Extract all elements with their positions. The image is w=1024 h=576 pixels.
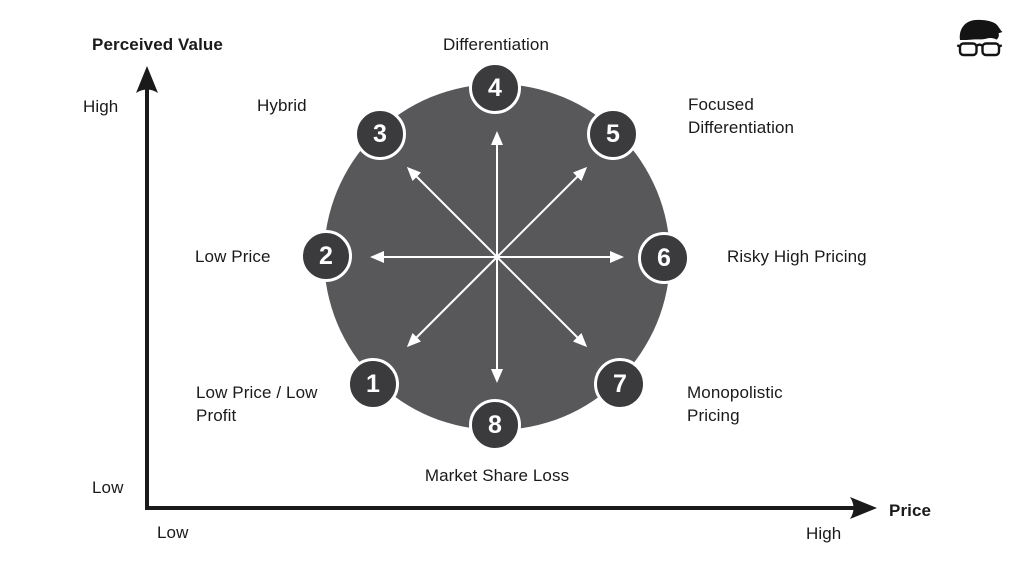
clock-label-low-price: Low Price — [195, 247, 271, 266]
clock-label-risky-high-pricing: Risky High Pricing — [727, 247, 867, 266]
radial-arrow-down-right-icon — [496, 256, 588, 348]
radial-arrow-up-right-icon — [496, 166, 588, 258]
clock-badge-8: 8 — [469, 399, 521, 451]
x-axis-arrowhead-icon — [850, 497, 877, 519]
clock-badge-3: 3 — [354, 108, 406, 160]
radial-arrow-up-left-icon — [406, 166, 498, 258]
x-axis-high-label: High — [806, 524, 842, 543]
clock-label-hybrid: Hybrid — [257, 96, 307, 115]
clock-badge-6: 6 — [638, 232, 690, 284]
geek-face-logo — [956, 19, 1003, 57]
clock-badge-1: 1 — [347, 358, 399, 410]
y-axis-low-label: Low — [92, 478, 124, 497]
clock-label-monopolistic-pricing: Monopolistic Pricing — [687, 383, 783, 426]
radial-arrow-down-left-icon — [406, 256, 498, 348]
logo-glasses-icon — [956, 42, 1003, 57]
y-axis-arrowhead-icon — [136, 66, 158, 93]
y-axis-title: Perceived Value — [92, 35, 223, 54]
x-axis-low-label: Low — [157, 523, 189, 542]
y-axis-high-label: High — [83, 97, 119, 116]
clock-label-differentiation: Differentiation — [442, 35, 550, 54]
clock-badge-4: 4 — [469, 62, 521, 114]
clock-label-focused-differentiation: Focused Differentiation — [688, 95, 795, 138]
clock-badge-7: 7 — [594, 358, 646, 410]
axes — [136, 66, 877, 519]
x-axis-title: Price — [889, 501, 932, 520]
clock-label-low-price-low-profit: Low Price / Low Profit — [196, 383, 318, 426]
clock-badge-2: 2 — [300, 230, 352, 282]
radial-arrows — [370, 131, 624, 383]
clock-label-market-share-loss: Market Share Loss — [424, 466, 570, 485]
clock-badge-5: 5 — [587, 108, 639, 160]
logo-hair — [959, 19, 1003, 40]
